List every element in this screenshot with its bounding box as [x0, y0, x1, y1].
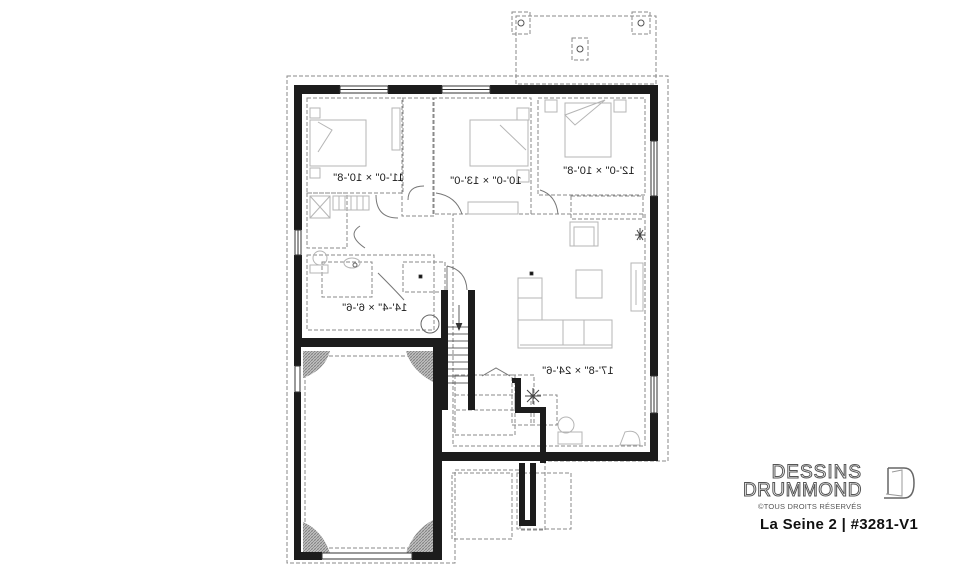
copyright-text: ©TOUS DROITS RÉSERVÉS: [758, 502, 862, 511]
logo-text-drummond: DRUMMOND: [742, 480, 862, 502]
plants: [525, 228, 645, 404]
plan-name: La Seine 2 | #3281-V1: [760, 516, 919, 533]
furniture: [309, 99, 644, 446]
garage-column-hatch: [303, 351, 433, 553]
stairs: [418, 271, 534, 384]
room-dimensions-bath-laundry: 14'-4" × 6'-6": [342, 302, 408, 314]
doors: [353, 185, 559, 377]
fixtures: [352, 262, 440, 334]
windows: [294, 85, 658, 560]
room-dimensions-bedroom-1: 11'-0" × 10'-8": [333, 172, 404, 184]
brand-logo: DESSINS DRUMMOND ©TOUS DROITS RÉSERVÉS L…: [742, 462, 952, 562]
room-dimensions-bedroom-3: 12'-0" × 10'-8": [563, 165, 635, 177]
walls: [294, 85, 658, 560]
drummond-d-icon: [884, 467, 915, 499]
room-dimensions-family-room: 17'-8" × 24'-6": [542, 365, 614, 377]
footprint-outline: [286, 11, 669, 564]
porch-posts: [517, 19, 645, 53]
logo-text-dessins: DESSINS: [771, 462, 862, 484]
room-dimensions-bedroom-2: 10'-0" × 13'-0": [450, 175, 522, 187]
